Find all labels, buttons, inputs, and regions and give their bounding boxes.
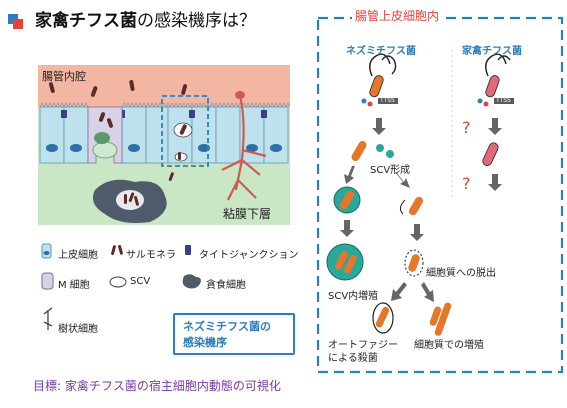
legend-icons	[41, 243, 201, 330]
title-square-red	[13, 19, 23, 29]
autophagy-label-1: オートファジー	[328, 340, 398, 351]
m-cell	[87, 106, 123, 164]
tissue-panel	[38, 65, 291, 225]
autophagy-label-2: による殺菌	[328, 353, 378, 364]
lumen-label: 腸管内腔	[42, 70, 86, 83]
right-panel-title: 腸管上皮細胞内	[352, 7, 443, 24]
legend-epithelial-label: 上皮細胞	[58, 250, 98, 261]
page-title: 家禽チフス菌の感染機序は？	[35, 11, 256, 31]
epithelial-layer	[39, 102, 291, 164]
scv-formation-label: SCV形成	[370, 165, 411, 176]
mouse-typhoid-flow	[326, 53, 452, 336]
lumen-bacteria	[48, 80, 188, 97]
goal-text: 目標: 家禽チフス菌の宿主細胞内動態の可視化	[33, 379, 281, 393]
cyto-growth-label: 細胞質での増殖	[414, 340, 484, 351]
col-poultry-typhoid: 家禽チフス菌	[462, 46, 522, 57]
submucosa-label: 粘膜下層	[223, 207, 272, 221]
legend-tight-junction-label: タイトジャンクション	[199, 250, 299, 261]
legend-m-cell-label: M 細胞	[58, 280, 90, 291]
dendritic-cell	[221, 91, 267, 201]
ttss-label-poultry: TTSS	[496, 97, 511, 104]
unknown-mark-2: ?	[462, 174, 471, 193]
ttss-label-mouse: TTSS	[380, 97, 395, 104]
unknown-mark-1: ?	[462, 118, 471, 137]
mechanism-line2: 感染機序	[183, 336, 227, 349]
legend-salmonella-label: サルモネラ	[126, 250, 176, 261]
poultry-typhoid-flow	[477, 53, 514, 191]
mechanism-box: ネズミチフス菌の 感染機序	[173, 313, 295, 355]
legend-dendritic-label: 樹状細胞	[58, 324, 98, 335]
scv-growth-label: SCV内増殖	[328, 291, 379, 302]
legend-phagocyte-label: 貪食細胞	[206, 280, 246, 291]
mechanism-line1: ネズミチフス菌の	[183, 320, 271, 333]
escape-label: 細胞質への脱出	[426, 268, 496, 279]
col-mouse-typhoid: ネズミチフス菌	[346, 46, 416, 57]
phagocyte	[92, 179, 167, 223]
legend-scv-label: SCV	[130, 276, 151, 287]
